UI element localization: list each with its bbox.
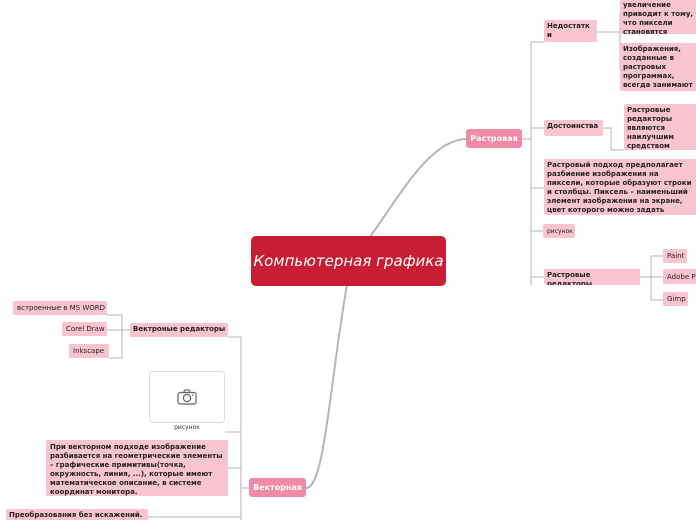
vector-spine bbox=[148, 336, 249, 520]
vector-picture-caption-text: рисунок bbox=[174, 424, 200, 431]
vector-editor-msword-label: встроенные в MS WORD bbox=[17, 304, 106, 312]
raster-editor-photoshop[interactable]: Adobe Photoshop bbox=[663, 269, 696, 284]
raster-editor-photoshop-label: Adobe Photoshop bbox=[667, 272, 696, 281]
vector-editor-inkscape-label: Inkscape bbox=[73, 347, 105, 355]
vector-editors-topic[interactable]: Вектроные редакторы bbox=[130, 323, 228, 337]
raster-advantage-quality-text: Растровые редакторы являются наилучшим с… bbox=[627, 106, 675, 150]
vector-advantage-text: Преобразования без искажений. bbox=[9, 511, 143, 519]
raster-picture-label: рисунок bbox=[547, 227, 573, 235]
vector-picture-placeholder[interactable] bbox=[149, 371, 225, 423]
camera-icon bbox=[177, 389, 197, 405]
root-title: Компьютерная графика bbox=[253, 252, 444, 270]
raster-drawback-memory[interactable]: Изображения, созданные в растровых прогр… bbox=[620, 43, 696, 91]
vector-editor-msword[interactable]: встроенные в MS WORD bbox=[13, 301, 107, 315]
vector-editor-coreldraw[interactable]: Corel Draw bbox=[62, 322, 107, 336]
vector-branch-label: Векторная bbox=[253, 483, 302, 492]
raster-picture-topic[interactable]: рисунок bbox=[543, 224, 575, 238]
raster-drawbacks-topic[interactable]: Недостатк и bbox=[544, 20, 597, 42]
raster-editor-gimp[interactable]: Gimp bbox=[663, 292, 688, 306]
vector-branch[interactable]: Векторная bbox=[249, 478, 306, 497]
raster-drawbacks-label: Недостатк и bbox=[547, 22, 590, 39]
raster-drawback-pixelization-text: увеличение приводит к тому, что пиксели … bbox=[623, 1, 694, 34]
drawbacks-links bbox=[597, 13, 629, 70]
raster-advantage-quality[interactable]: Растровые редакторы являются наилучшим с… bbox=[624, 104, 696, 150]
vector-editors-links bbox=[106, 314, 130, 359]
vector-picture-caption: рисунок bbox=[149, 424, 225, 431]
raster-editor-gimp-label: Gimp bbox=[667, 295, 686, 303]
raster-branch-label: Растровая bbox=[470, 134, 518, 143]
root-topic[interactable]: Компьютерная графика bbox=[251, 236, 446, 286]
vector-editor-coreldraw-label: Corel Draw bbox=[66, 325, 105, 333]
raster-editors-label: Растровые редакторы bbox=[547, 271, 593, 285]
vector-advantage-no-distortion[interactable]: Преобразования без искажений. bbox=[6, 509, 148, 520]
link-root-vector bbox=[305, 284, 348, 489]
raster-drawback-pixelization[interactable]: увеличение приводит к тому, что пиксели … bbox=[620, 0, 696, 34]
raster-editors-topic[interactable]: Растровые редакторы bbox=[544, 269, 640, 285]
raster-description[interactable]: Растровый подход предполагает разбиение … bbox=[544, 159, 696, 215]
raster-spine bbox=[521, 41, 544, 285]
raster-description-text: Растровый подход предполагает разбиение … bbox=[547, 161, 692, 214]
raster-advantages-label: Достоинства bbox=[547, 122, 599, 130]
raster-editors-links bbox=[640, 255, 663, 301]
raster-editor-paint-label: Paint bbox=[667, 252, 685, 260]
vector-editor-inkscape[interactable]: Inkscape bbox=[69, 344, 109, 358]
raster-branch[interactable]: Растровая bbox=[466, 129, 522, 148]
vector-description-text: При векторном подходе изображение разбив… bbox=[50, 443, 223, 496]
raster-advantages-topic[interactable]: Достоинства bbox=[544, 120, 603, 136]
raster-drawback-memory-text: Изображения, созданные в растровых прогр… bbox=[623, 45, 694, 91]
raster-editor-paint[interactable]: Paint bbox=[663, 249, 687, 263]
vector-editors-label: Вектроные редакторы bbox=[133, 325, 226, 333]
link-root-raster bbox=[369, 138, 467, 238]
vector-description[interactable]: При векторном подходе изображение разбив… bbox=[46, 440, 228, 496]
advantages-links bbox=[603, 127, 624, 151]
